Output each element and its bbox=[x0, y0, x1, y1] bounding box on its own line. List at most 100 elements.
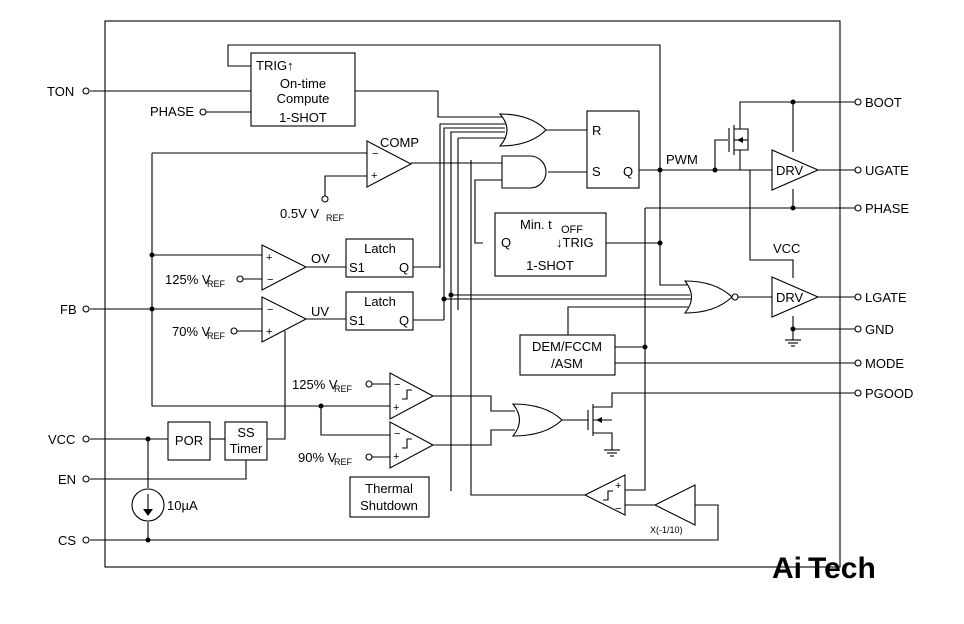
nor-bubble bbox=[731, 293, 739, 301]
svg-text:−: − bbox=[372, 148, 378, 160]
ontime-trig: TRIG↑ bbox=[256, 58, 294, 73]
or-gate bbox=[498, 113, 547, 147]
drv-low: DRV bbox=[771, 276, 820, 318]
comp-amp: − + bbox=[366, 140, 413, 188]
ref-pins bbox=[199, 108, 373, 461]
svg-text:+: + bbox=[266, 252, 272, 264]
ground-symbol bbox=[604, 339, 801, 457]
min-toff-block: Min. t OFF Q ↓TRIG 1-SHOT bbox=[494, 212, 607, 277]
ref-90-label: 90% V bbox=[298, 450, 337, 465]
rs-flipflop: R S Q bbox=[586, 110, 640, 189]
svg-text:+: + bbox=[393, 402, 399, 414]
svg-text:Thermal: Thermal bbox=[365, 481, 413, 496]
pin-mode: MODE bbox=[865, 356, 904, 371]
svg-text:+: + bbox=[393, 451, 399, 463]
min-toff-trig: ↓TRIG bbox=[556, 235, 594, 250]
svg-text:X(-1/10): X(-1/10) bbox=[650, 525, 683, 535]
svg-text:+: + bbox=[266, 326, 272, 338]
pg-high-comparator: − + bbox=[389, 372, 435, 420]
pin-gnd: GND bbox=[865, 322, 894, 337]
ov-comparator: + − bbox=[261, 244, 308, 291]
high-side-mosfet bbox=[728, 120, 749, 158]
svg-text:REF: REF bbox=[334, 457, 353, 467]
pin-phase: PHASE bbox=[865, 201, 909, 216]
left-pins: TON FB VCC EN CS bbox=[47, 84, 90, 548]
pg-low-comparator: − + bbox=[389, 421, 435, 469]
ref-125-ov-label: 125% V bbox=[165, 272, 211, 287]
ref-70-label: 70% V bbox=[172, 324, 211, 339]
svg-text:DRV: DRV bbox=[776, 290, 804, 305]
svg-text:Latch: Latch bbox=[364, 241, 396, 256]
uv-label: UV bbox=[311, 304, 329, 319]
svg-text:S1: S1 bbox=[349, 260, 365, 275]
comp-label: COMP bbox=[380, 135, 419, 150]
junctions bbox=[145, 99, 796, 543]
pin-phase-in-label: PHASE bbox=[150, 104, 194, 119]
svg-text:DEM/FCCM: DEM/FCCM bbox=[532, 339, 602, 354]
svg-text:−: − bbox=[615, 503, 621, 515]
svg-text:Q: Q bbox=[399, 313, 409, 328]
svg-text:−: − bbox=[267, 304, 273, 316]
pin-ton: TON bbox=[47, 84, 74, 99]
pwm-label: PWM bbox=[666, 152, 698, 167]
svg-text:10µA: 10µA bbox=[167, 498, 198, 513]
min-toff-sub: OFF bbox=[561, 224, 583, 236]
ff-s: S bbox=[592, 164, 601, 179]
pin-cs: CS bbox=[58, 533, 76, 548]
and-gate bbox=[501, 155, 547, 189]
pgood-mosfet bbox=[587, 400, 613, 440]
chip-boundary bbox=[104, 20, 841, 568]
ontime-block: TRIG↑ On-time Compute 1-SHOT bbox=[250, 52, 356, 127]
ontime-line2: Compute bbox=[277, 91, 330, 106]
pin-lgate: LGATE bbox=[865, 290, 907, 305]
min-toff-q: Q bbox=[501, 235, 511, 250]
svg-text:Latch: Latch bbox=[364, 294, 396, 309]
cs-comparator: + − bbox=[583, 474, 626, 516]
uv-comparator: − + bbox=[261, 296, 308, 343]
svg-text:SS: SS bbox=[237, 425, 255, 440]
latch-uv: Latch S1 Q bbox=[345, 291, 414, 331]
thermal-block: Thermal Shutdown bbox=[349, 476, 430, 518]
svg-text:Shutdown: Shutdown bbox=[360, 498, 418, 513]
aitech-logo: Ai Tech bbox=[772, 552, 876, 585]
ov-label: OV bbox=[311, 251, 330, 266]
svg-text:REF: REF bbox=[326, 213, 345, 223]
svg-text:−: − bbox=[267, 274, 273, 286]
latch-ov: Latch S1 Q bbox=[345, 238, 414, 278]
ontime-line3: 1-SHOT bbox=[279, 110, 327, 125]
svg-text:REF: REF bbox=[207, 331, 226, 341]
svg-text:/ASM: /ASM bbox=[551, 356, 583, 371]
svg-text:−: − bbox=[394, 428, 400, 440]
current-source: 10µA bbox=[131, 488, 198, 522]
pin-vcc: VCC bbox=[48, 432, 75, 447]
min-toff-title: Min. t bbox=[520, 217, 552, 232]
pin-fb: FB bbox=[60, 302, 77, 317]
svg-text:REF: REF bbox=[334, 384, 353, 394]
svg-text:POR: POR bbox=[175, 433, 203, 448]
ff-r: R bbox=[592, 123, 601, 138]
pin-en: EN bbox=[58, 472, 76, 487]
ff-q: Q bbox=[623, 164, 633, 179]
gain-amp: X(-1/10) bbox=[650, 484, 696, 535]
ontime-line1: On-time bbox=[280, 76, 326, 91]
svg-text:+: + bbox=[371, 170, 377, 182]
svg-text:Q: Q bbox=[399, 260, 409, 275]
pgood-or-gate bbox=[511, 403, 563, 437]
pin-ugate: UGATE bbox=[865, 163, 909, 178]
pin-boot: BOOT bbox=[865, 95, 902, 110]
svg-text:Ai: Ai bbox=[772, 552, 802, 585]
svg-text:Timer: Timer bbox=[230, 441, 263, 456]
svg-text:DRV: DRV bbox=[776, 163, 804, 178]
svg-text:S1: S1 bbox=[349, 313, 365, 328]
drv-high: DRV bbox=[771, 149, 820, 191]
pin-pgood: PGOOD bbox=[865, 386, 913, 401]
svg-text:Tech: Tech bbox=[808, 552, 876, 585]
min-toff-shot: 1-SHOT bbox=[526, 258, 574, 273]
ref-05-label: 0.5V V bbox=[280, 206, 319, 221]
right-pins: BOOT UGATE PHASE LGATE GND MODE PGOOD bbox=[854, 95, 913, 401]
wires bbox=[90, 44, 855, 541]
svg-text:−: − bbox=[394, 379, 400, 391]
nor-gate bbox=[683, 280, 733, 314]
vcc-int-label: VCC bbox=[773, 241, 800, 256]
